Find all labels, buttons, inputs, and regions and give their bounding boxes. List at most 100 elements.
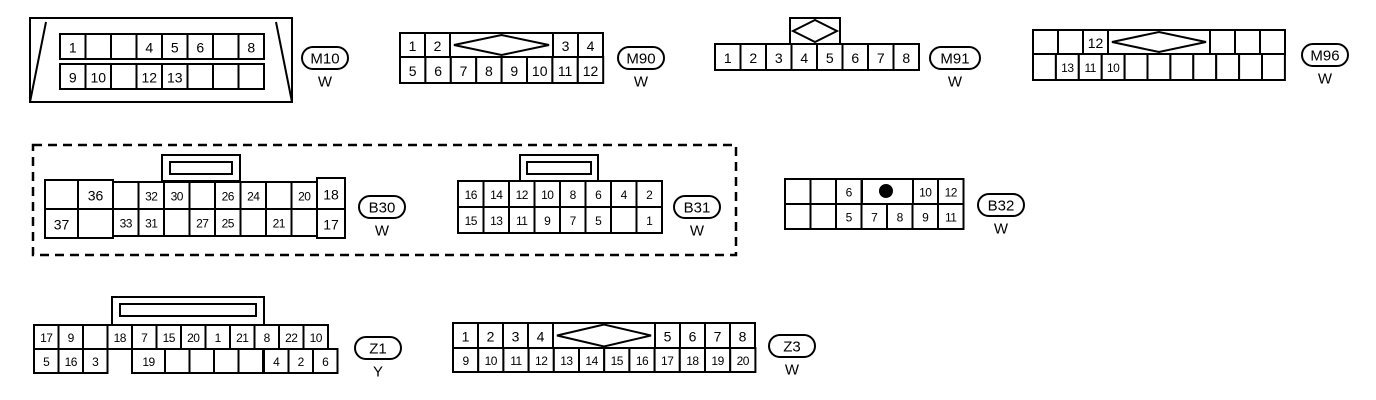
z3-pin-13: 13: [552, 347, 580, 373]
b31-pin-13-label: 13: [490, 214, 503, 228]
b31-pin-blank-6: [610, 206, 638, 234]
b32-pin-blank-1: [809, 203, 837, 230]
m96-pin-10: 10: [1100, 53, 1126, 81]
m10-pin-blank-2: [110, 63, 138, 90]
m90-pin-5-label: 5: [409, 63, 417, 79]
m90-pin-6-label: 6: [434, 63, 442, 79]
m96-top-1: [1057, 29, 1084, 55]
m91-pin-1-label: 1: [724, 50, 732, 66]
tag-oval: [977, 193, 1025, 217]
z1-pin-8: 8: [253, 324, 280, 350]
b30-bot-25-label: 25: [222, 217, 235, 231]
m91-pin-5-label: 5: [826, 50, 834, 66]
z1-pin-5-label: 5: [43, 355, 50, 369]
m90-pin-1-label: 1: [409, 38, 417, 54]
z3-pin-10: 10: [477, 347, 505, 373]
z1-pin-1-label: 1: [215, 331, 222, 345]
b30-pin-18: 18: [316, 177, 346, 210]
connector-color: W: [375, 223, 390, 240]
z1-pin-9-label: 9: [68, 331, 75, 345]
z1-pin-22: 22: [278, 324, 305, 350]
m10-pin-1-label: 1: [69, 40, 77, 56]
b30-blank-tl: [44, 179, 79, 210]
m91-pin-2-label: 2: [749, 50, 757, 66]
m90-pin-5: 5: [399, 56, 427, 84]
m96-key-diamond: [1111, 30, 1207, 54]
m91-pin-4-label: 4: [800, 50, 808, 66]
z3-pin-7: 7: [704, 322, 731, 349]
b30-bot-33-label: 33: [120, 217, 133, 231]
b31-pin-10-label: 10: [541, 188, 554, 202]
m10-pin-blank-1: [84, 33, 112, 60]
b31-pin-15-label: 15: [465, 214, 478, 228]
b31-pin-10: 10: [533, 180, 561, 208]
b30-bot-21-label: 21: [273, 217, 286, 231]
m90-pin-2-label: 2: [434, 38, 442, 54]
b31-pin-12-label: 12: [516, 188, 529, 202]
z1-pin-3: 3: [82, 348, 109, 374]
z1-pin-2-label: 2: [298, 355, 305, 369]
b31-pin-1-label: 1: [646, 214, 653, 228]
b32-pin-5-label: 5: [846, 211, 853, 225]
b32-marker-dot: [879, 184, 893, 198]
b31-pin-5: 5: [584, 206, 612, 234]
connector-color: W: [690, 223, 705, 240]
b32-pin-blank-0: [784, 178, 812, 205]
z3-pin-18-label: 18: [686, 354, 699, 368]
m90-pin-11-label: 11: [558, 63, 573, 79]
m90-pin-2: 2: [424, 32, 451, 58]
z3-pin-2: 2: [477, 322, 504, 349]
z1-pin-15-label: 15: [163, 331, 176, 345]
b31-pin-2: 2: [635, 180, 663, 208]
z1-pin-8-label: 8: [264, 331, 271, 345]
m90-pin-7-label: 7: [460, 63, 468, 79]
m10-pin-6: 6: [186, 33, 214, 60]
b30-top-blank-0: [112, 181, 140, 210]
connector-id: M10: [310, 51, 339, 68]
z3-pin-9: 9: [452, 347, 480, 373]
tag-oval: [301, 46, 349, 70]
b31-pin-16-label: 16: [465, 188, 478, 202]
b30-pin-18-label: 18: [323, 187, 339, 203]
m91-pin-6-label: 6: [851, 50, 859, 66]
m96-pin-12: 12: [1082, 29, 1109, 55]
z1-pin-blank-2: [82, 324, 109, 350]
z3-key-diamond: [556, 323, 652, 348]
b30-pin-36: 36: [77, 179, 114, 210]
b30-lock-slot: [169, 161, 233, 175]
b32-pin-8: 8: [886, 203, 914, 230]
b30-top-20-label: 20: [298, 190, 311, 204]
b32-pin-6: 6: [835, 178, 863, 205]
m91-pin-1: 1: [714, 43, 742, 71]
b30-pin-36-label: 36: [88, 188, 104, 204]
b31-pin-16: 16: [457, 180, 485, 208]
m90-pin-6: 6: [424, 56, 452, 84]
z1-pin-4-label: 4: [273, 355, 280, 369]
z3-pin-8: 8: [729, 322, 756, 349]
b30-bot-blank-7: [290, 208, 318, 237]
m90-pin-7: 7: [449, 56, 478, 84]
b31-pin-14: 14: [482, 180, 510, 208]
m10-pin-13: 13: [161, 63, 189, 90]
z1-pin-19-label: 19: [142, 355, 155, 369]
m10-pin-12-label: 12: [141, 70, 157, 86]
b32-pin-blank-0: [784, 203, 812, 230]
z1-pin-6-label: 6: [322, 355, 329, 369]
b30-top-20: 20: [290, 181, 318, 210]
m91-pin-3-label: 3: [775, 50, 783, 66]
tag-oval: [673, 195, 721, 219]
b32-pin-11-label: 11: [945, 211, 957, 225]
b30-bot-25: 25: [214, 208, 242, 237]
m10-pin-blank-5: [186, 63, 214, 90]
b31-pin-9-label: 9: [544, 214, 551, 228]
z1-pin-16-label: 16: [65, 355, 78, 369]
z3-pin-5: 5: [654, 322, 681, 349]
m96-pin-11-label: 11: [1085, 61, 1097, 75]
m96-top-4: [1209, 29, 1236, 55]
